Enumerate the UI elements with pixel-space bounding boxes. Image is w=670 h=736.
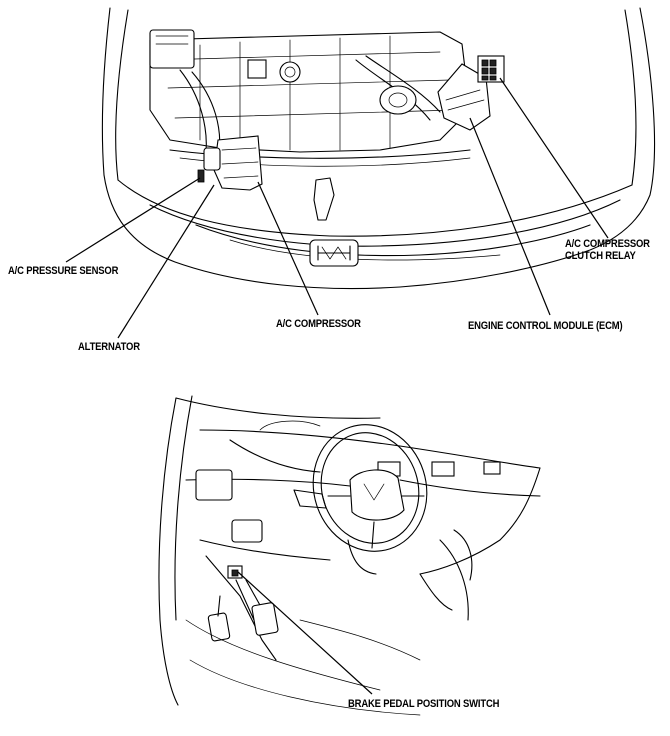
label-ac-compressor-clutch-relay-line1: A/C COMPRESSOR xyxy=(565,238,650,250)
label-alternator: ALTERNATOR xyxy=(78,341,140,353)
leader-ac-pressure-sensor xyxy=(65,177,201,263)
leader-ecm xyxy=(469,117,551,316)
bottom-leader-lines xyxy=(237,571,373,695)
leader-alternator xyxy=(117,184,215,339)
engine-compartment-illustration xyxy=(101,7,656,290)
leader-ac-compressor xyxy=(257,181,319,316)
label-engine-control-module: ENGINE CONTROL MODULE (ECM) xyxy=(468,320,623,332)
top-leader-lines xyxy=(65,77,609,339)
label-ac-compressor-clutch-relay-line2: CLUTCH RELAY xyxy=(565,250,636,262)
label-ac-compressor: A/C COMPRESSOR xyxy=(276,318,361,330)
interior-dashboard-illustration xyxy=(158,395,541,716)
leader-brake-pedal-position-switch xyxy=(237,571,373,695)
label-brake-pedal-position-switch: BRAKE PEDAL POSITION SWITCH xyxy=(348,698,500,710)
label-ac-pressure-sensor: A/C PRESSURE SENSOR xyxy=(8,265,119,277)
leader-clutch-relay xyxy=(499,77,609,239)
